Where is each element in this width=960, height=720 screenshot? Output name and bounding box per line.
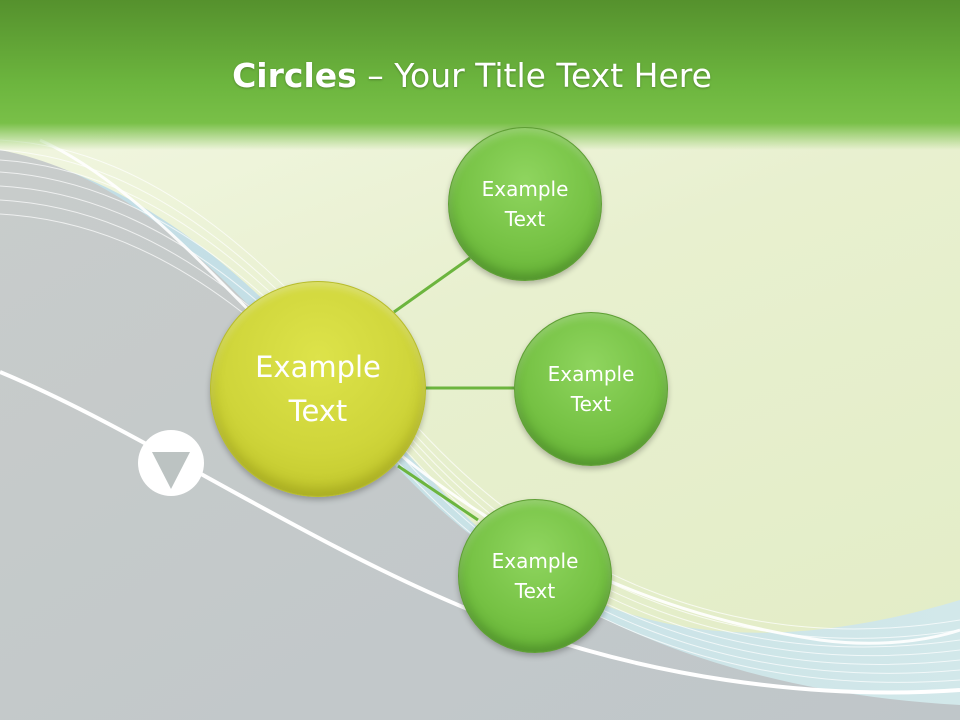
outer-circle-bottom[interactable]: Example Text: [458, 499, 612, 653]
title-bold: Circles: [232, 56, 357, 95]
center-circle[interactable]: Example Text: [210, 281, 426, 497]
title-rest: – Your Title Text Here: [356, 56, 712, 95]
outer-circle-middle[interactable]: Example Text: [514, 312, 668, 466]
outer-circle-label: Example Text: [547, 362, 635, 416]
center-circle-label: Example Text: [255, 350, 381, 428]
outer-circle-top[interactable]: Example Text: [448, 127, 602, 281]
title-bar: [0, 0, 960, 150]
slide-title[interactable]: Circles – Your Title Text Here: [0, 54, 944, 98]
outer-circle-label: Example Text: [491, 549, 579, 603]
triangle-down-icon: [138, 430, 204, 496]
outer-circle-label: Example Text: [481, 177, 569, 231]
